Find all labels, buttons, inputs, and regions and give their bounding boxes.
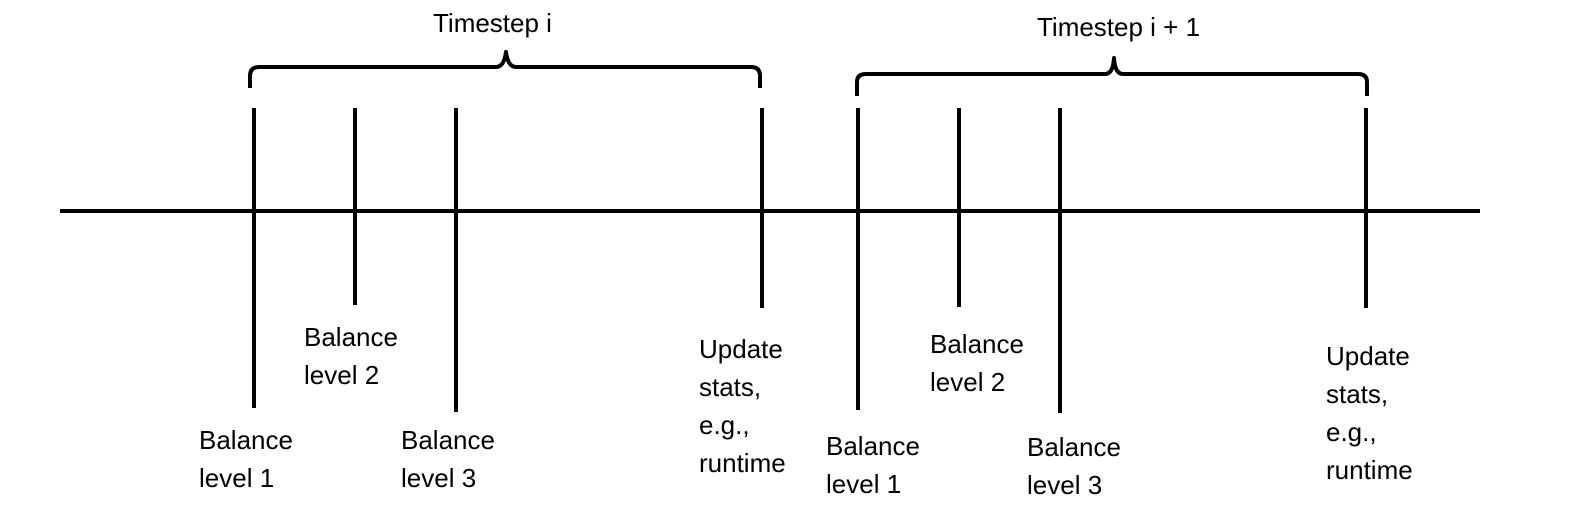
t2-update-stats-label: Update stats, e.g., runtime — [1326, 341, 1413, 485]
t1-update-stats-label: Update stats, e.g., runtime — [699, 334, 786, 478]
brace-timestep-i — [248, 50, 762, 88]
brace-timestep-i-plus-1 — [855, 56, 1369, 96]
t2-balance-level-3-label: Balance level 3 — [1027, 432, 1121, 500]
t1-balance-level-3-label: Balance level 3 — [401, 425, 495, 493]
timestep-i-plus-1-title: Timestep i + 1 — [1037, 12, 1201, 42]
t1-balance-level-1-label: Balance level 1 — [199, 425, 293, 493]
t1-balance-level-2-label: Balance level 2 — [304, 322, 398, 390]
t2-balance-level-2-label: Balance level 2 — [930, 329, 1024, 397]
timestep-i-title: Timestep i — [433, 8, 552, 38]
t2-balance-level-1-label: Balance level 1 — [826, 431, 920, 499]
